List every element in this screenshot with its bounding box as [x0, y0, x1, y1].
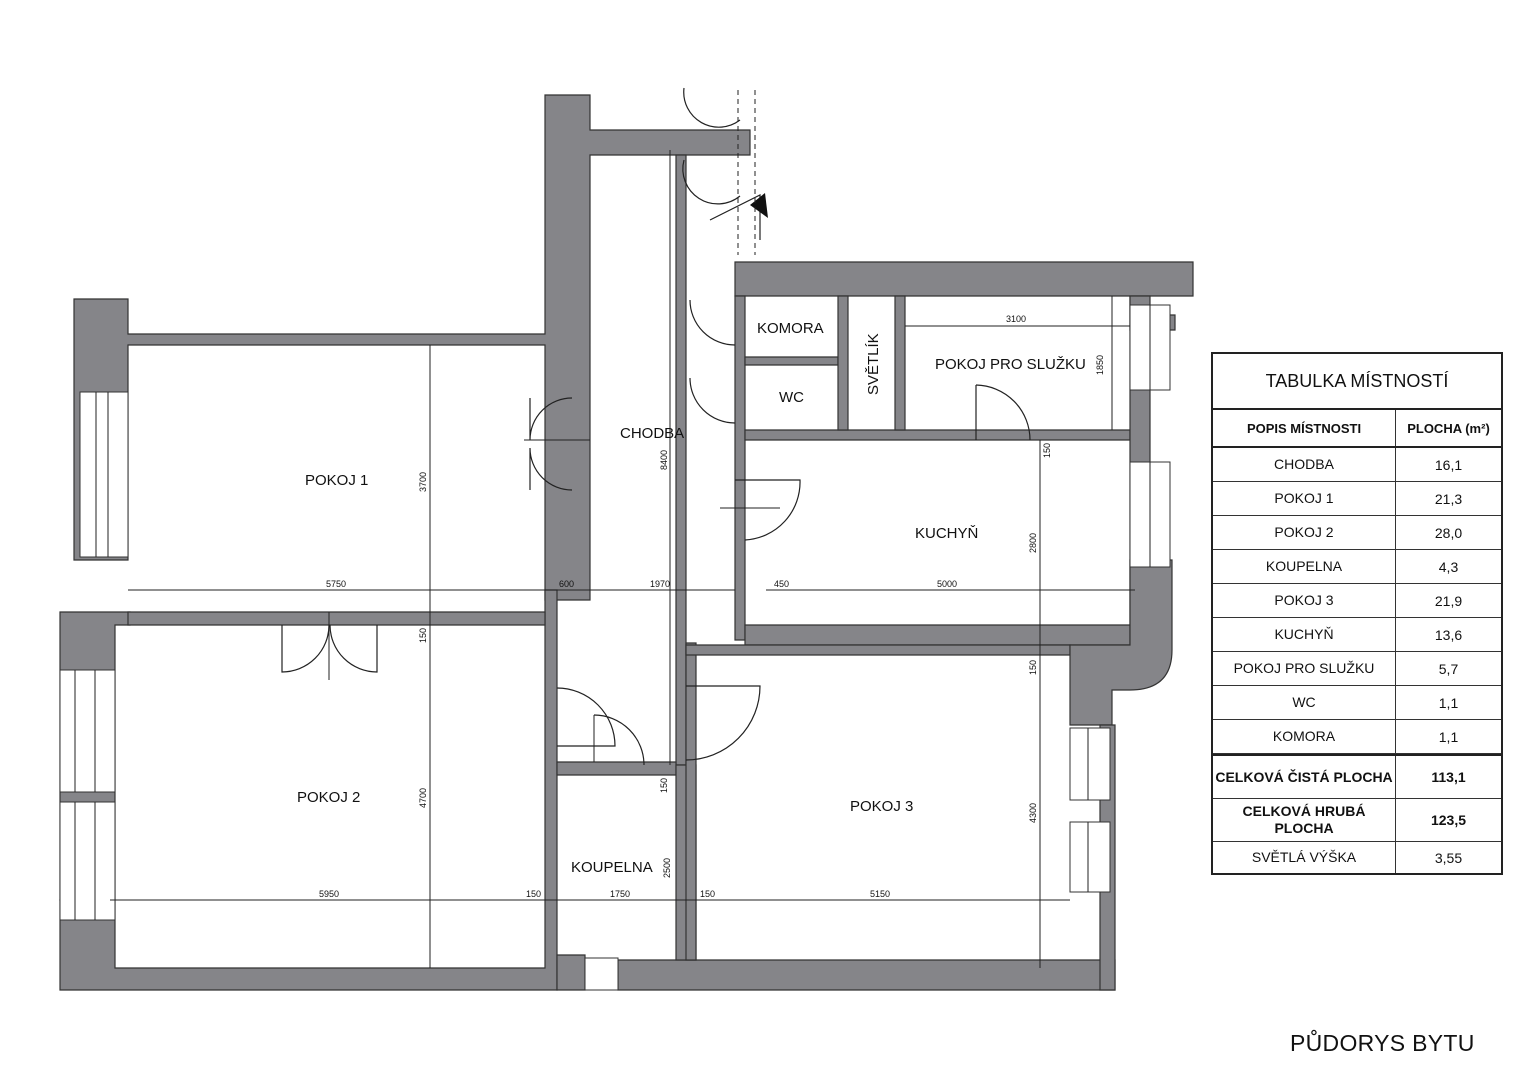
total-name: SVĚTLÁ VÝŠKA: [1213, 842, 1396, 873]
room-table: TABULKA MÍSTNOSTÍ POPIS MÍSTNOSTI PLOCHA…: [1211, 352, 1503, 875]
table-total-row: CELKOVÁ HRUBÁ PLOCHA 123,5: [1213, 799, 1501, 842]
dim-8400: 8400: [659, 450, 669, 470]
dim-150-c: 150: [418, 628, 428, 643]
table-row: KUCHYŇ 13,6: [1213, 618, 1501, 652]
wall-koupelna-top: [556, 761, 677, 776]
row-name: POKOJ 3: [1213, 584, 1396, 617]
dimension-lines: [110, 150, 1135, 968]
room-table-title: TABULKA MÍSTNOSTÍ: [1213, 354, 1501, 410]
dim-3100: 3100: [1006, 314, 1026, 324]
dim-2500: 2500: [662, 858, 672, 878]
dim-600: 600: [559, 579, 574, 589]
room-labels: CHODBA POKOJ 1 POKOJ 2 POKOJ 3 KOUPELNA …: [297, 320, 1086, 876]
wall-service-left: [734, 295, 746, 641]
dim-3700: 3700: [418, 472, 428, 492]
table-row: POKOJ PRO SLUŽKU 5,7: [1213, 652, 1501, 686]
dim-150-d: 150: [659, 778, 669, 793]
row-name: CHODBA: [1213, 448, 1396, 481]
floor-plan: CHODBA POKOJ 1 POKOJ 2 POKOJ 3 KOUPELNA …: [59, 87, 1194, 991]
table-row: POKOJ 2 28,0: [1213, 516, 1501, 550]
wall-right-bay: [1069, 559, 1173, 726]
total-name: CELKOVÁ HRUBÁ PLOCHA: [1213, 799, 1396, 841]
room-table-header: POPIS MÍSTNOSTI PLOCHA (m²): [1213, 410, 1501, 448]
dim-5950: 5950: [319, 889, 339, 899]
room-label-chodba: CHODBA: [620, 425, 684, 442]
wall-chodba-right: [675, 154, 687, 766]
row-name: WC: [1213, 686, 1396, 719]
dim-450: 450: [774, 579, 789, 589]
row-area: 28,0: [1434, 524, 1463, 541]
windows: [59, 304, 1171, 991]
wall-komora-wc: [744, 356, 839, 366]
total-area: 3,55: [1434, 849, 1463, 866]
table-row: KOUPELNA 4,3: [1213, 550, 1501, 584]
wall-pokoj1-pokoj2: [127, 611, 546, 626]
table-row: POKOJ 1 21,3: [1213, 482, 1501, 516]
row-name: POKOJ PRO SLUŽKU: [1213, 652, 1396, 685]
table-row: WC 1,1: [1213, 686, 1501, 720]
col-header-name: POPIS MÍSTNOSTI: [1213, 410, 1396, 446]
table-row: POKOJ 3 21,9: [1213, 584, 1501, 618]
row-name: KOMORA: [1213, 720, 1396, 753]
doors: [281, 87, 1031, 766]
dimension-labels: 5750 600 1970 450 5000 5950 150 1750 150…: [319, 314, 1105, 899]
row-area: 1,1: [1438, 728, 1459, 745]
dim-1850: 1850: [1095, 355, 1105, 375]
room-label-pokoj1: POKOJ 1: [305, 472, 368, 489]
wall-top-right: [734, 261, 1194, 331]
room-label-svetlik: SVĚTLÍK: [865, 333, 882, 395]
row-name: KOUPELNA: [1213, 550, 1396, 583]
row-area: 16,1: [1434, 456, 1463, 473]
wall-pokoj3-top: [685, 644, 1071, 656]
wall-svetlik-left: [837, 295, 849, 431]
room-label-wc: WC: [779, 389, 804, 406]
row-area: 13,6: [1434, 626, 1463, 643]
wall-wc-bottom: [744, 429, 1131, 441]
plan-caption: PŮDORYS BYTU: [1290, 1030, 1475, 1056]
dim-5150: 5150: [870, 889, 890, 899]
wall-svetlik-right: [894, 295, 906, 431]
walls: [59, 94, 1194, 991]
table-row: CHODBA 16,1: [1213, 448, 1501, 482]
dim-1970: 1970: [650, 579, 670, 589]
row-name: POKOJ 2: [1213, 516, 1396, 549]
dim-1750: 1750: [610, 889, 630, 899]
wall-kuchyn-bottom: [744, 624, 1131, 646]
table-total-row: SVĚTLÁ VÝŠKA 3,55: [1213, 842, 1501, 873]
dim-150-e: 150: [1042, 443, 1052, 458]
dim-5750: 5750: [326, 579, 346, 589]
room-label-komora: KOMORA: [757, 320, 824, 337]
total-area: 123,5: [1430, 812, 1467, 828]
room-label-kuchyn: KUCHYŇ: [915, 525, 978, 542]
dim-150-f: 150: [1028, 660, 1038, 675]
row-area: 4,3: [1438, 558, 1459, 575]
dim-150-b: 150: [700, 889, 715, 899]
row-name: KUCHYŇ: [1213, 618, 1396, 651]
col-header-area: PLOCHA (m²): [1407, 420, 1490, 436]
total-name: CELKOVÁ ČISTÁ PLOCHA: [1213, 756, 1396, 798]
room-label-pokoj-pro-sluzku: POKOJ PRO SLUŽKU: [935, 356, 1086, 373]
dim-150-a: 150: [526, 889, 541, 899]
dim-5000: 5000: [937, 579, 957, 589]
wall-outer-left: [73, 94, 751, 601]
dim-4700: 4700: [418, 788, 428, 808]
room-label-koupelna: KOUPELNA: [571, 859, 653, 876]
row-area: 1,1: [1438, 694, 1459, 711]
row-area: 5,7: [1438, 660, 1459, 677]
total-area: 113,1: [1431, 769, 1466, 785]
dim-2800: 2800: [1028, 533, 1038, 553]
room-label-pokoj2: POKOJ 2: [297, 789, 360, 806]
table-row: KOMORA 1,1: [1213, 720, 1501, 754]
dim-4300: 4300: [1028, 803, 1038, 823]
row-area: 21,3: [1434, 490, 1463, 507]
room-label-pokoj3: POKOJ 3: [850, 798, 913, 815]
row-area: 21,9: [1434, 592, 1463, 609]
wall-pokoj3-left: [685, 642, 697, 961]
table-total-row: CELKOVÁ ČISTÁ PLOCHA 113,1: [1213, 754, 1501, 799]
row-name: POKOJ 1: [1213, 482, 1396, 515]
wall-bottom-right: [556, 954, 586, 991]
